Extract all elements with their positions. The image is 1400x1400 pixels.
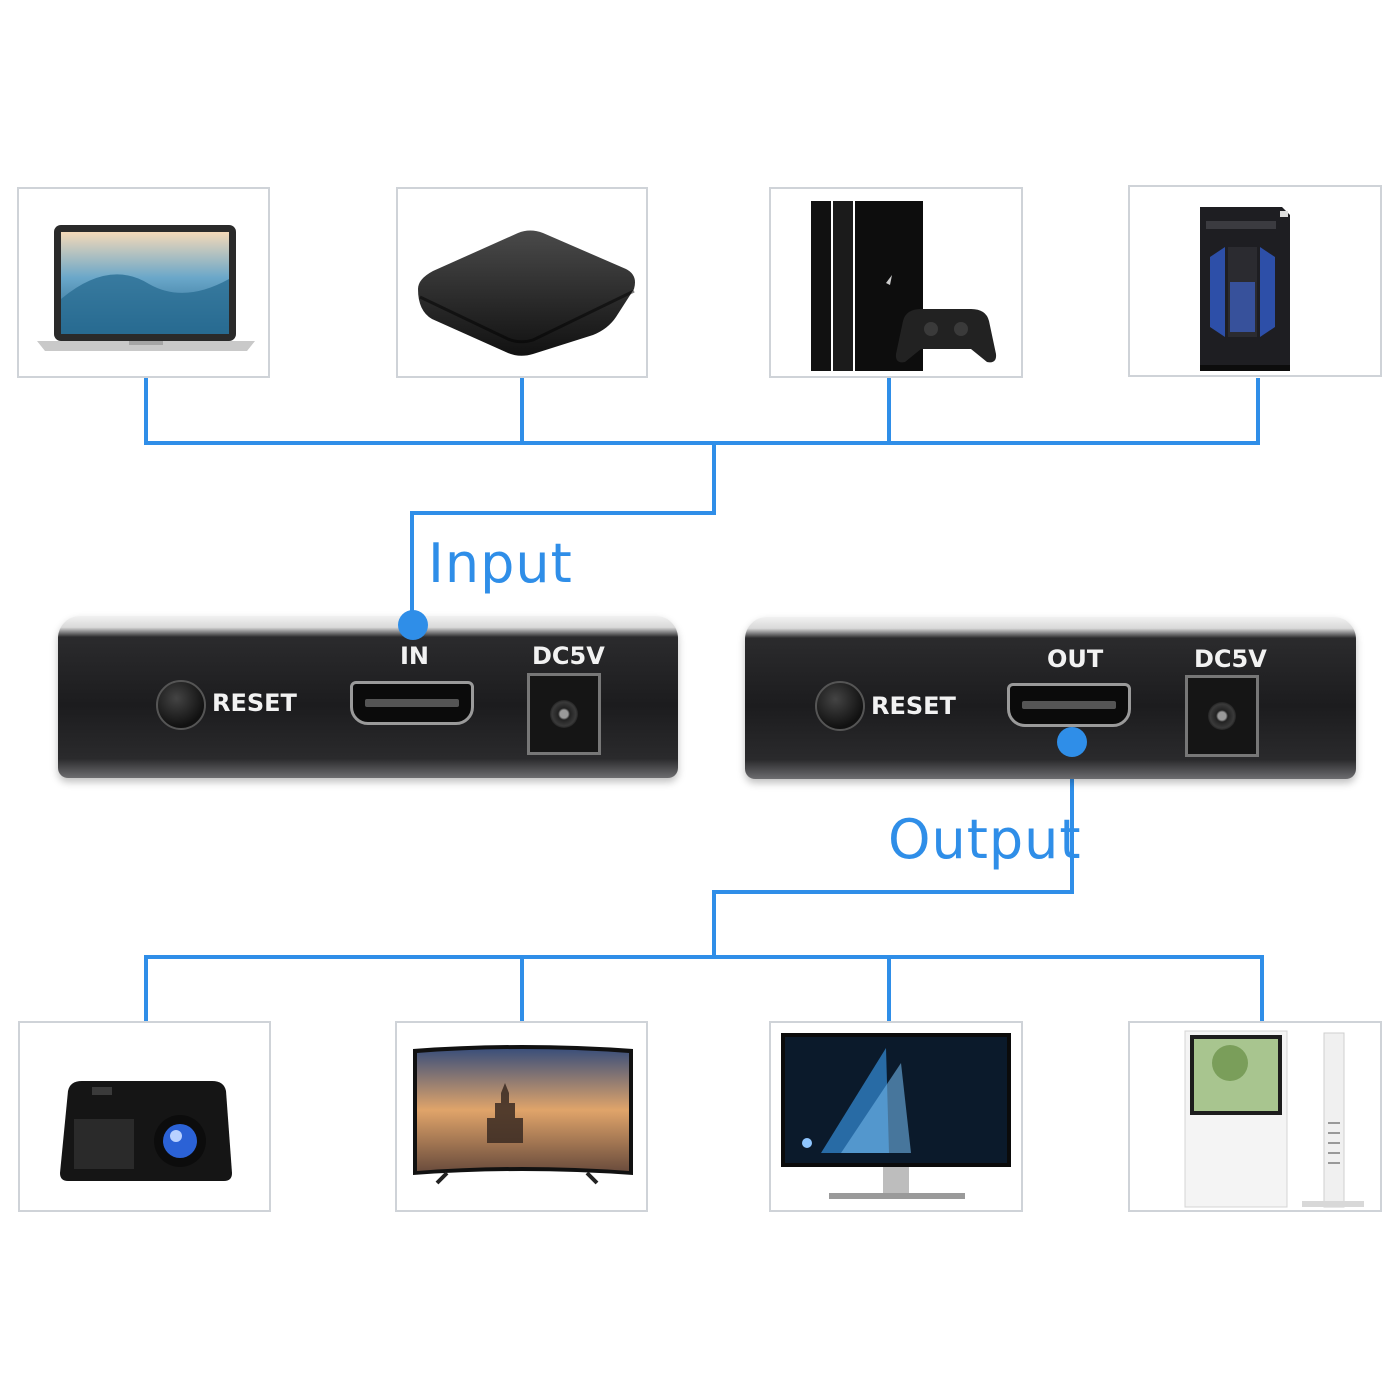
- display-card-projector: [18, 1021, 271, 1212]
- monitor-icon: [781, 1033, 1011, 1199]
- display-card-kiosk: [1128, 1021, 1382, 1212]
- tv-box-icon: [418, 230, 635, 356]
- kiosk-display-icon: [1184, 1030, 1364, 1208]
- source-card-laptop: [17, 187, 270, 378]
- input-label: Input: [428, 532, 573, 595]
- source-card-tv-box: [396, 187, 648, 378]
- laptop-icon: [37, 225, 255, 351]
- curved-tv-icon: [413, 1045, 633, 1185]
- reset-label: RESET: [212, 689, 297, 717]
- hdmi-out-port[interactable]: [1007, 683, 1131, 727]
- source-card-desktop-pc: [1128, 185, 1382, 377]
- reset-label: RESET: [871, 692, 956, 720]
- display-bus-line: [144, 955, 1264, 1022]
- splitter-input-side: RESET IN DC5V: [58, 616, 678, 778]
- output-feed-line: [712, 740, 1074, 957]
- power-label: DC5V: [1194, 645, 1267, 673]
- projector-icon: [60, 1081, 232, 1181]
- reset-button[interactable]: [815, 681, 865, 731]
- hdmi-in-label: IN: [400, 642, 430, 670]
- hdmi-out-label: OUT: [1047, 645, 1104, 673]
- input-feed-line: [410, 443, 716, 624]
- splitter-output-side: RESET OUT DC5V: [745, 617, 1356, 779]
- source-bus-line: [144, 378, 1260, 445]
- source-card-game-console: [769, 187, 1023, 378]
- dc-power-jack[interactable]: [1185, 675, 1259, 757]
- input-connection-dot: [398, 610, 428, 640]
- output-label: Output: [888, 808, 1082, 871]
- dc-power-jack[interactable]: [527, 673, 601, 755]
- output-connection-dot: [1057, 727, 1087, 757]
- display-card-monitor: [769, 1021, 1023, 1212]
- reset-button[interactable]: [156, 680, 206, 730]
- display-card-curved-tv: [395, 1021, 648, 1212]
- game-console-icon: [811, 201, 997, 371]
- hdmi-in-port[interactable]: [350, 681, 474, 725]
- power-label: DC5V: [532, 642, 605, 670]
- desktop-pc-icon: [1200, 207, 1290, 371]
